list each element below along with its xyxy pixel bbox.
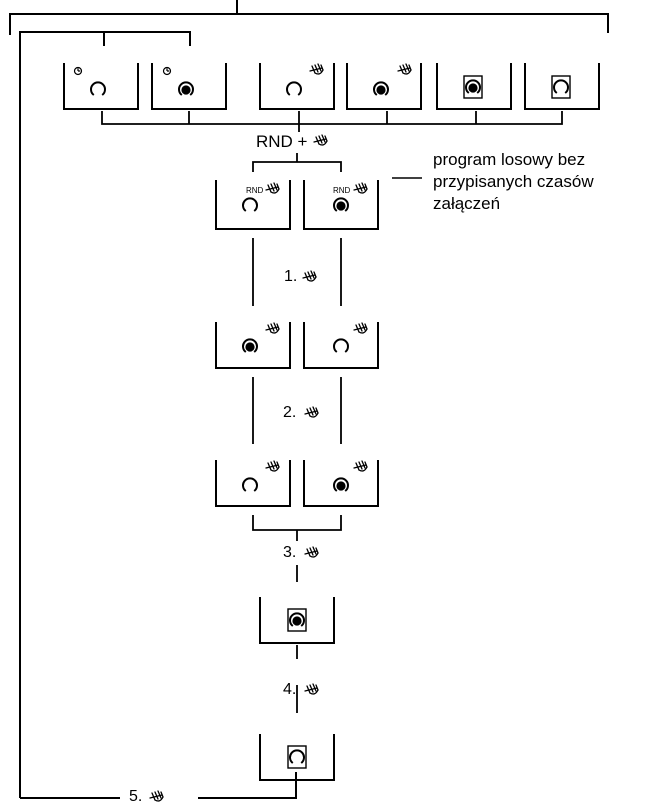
rnd-tag: RND — [246, 186, 264, 195]
hand-icon — [304, 546, 319, 558]
step-label-2: 2. — [283, 404, 297, 421]
framed-lamp-off-icon — [553, 79, 569, 94]
box-timer-off — [63, 63, 139, 110]
note-line-3: załączeń — [433, 194, 501, 213]
box-perm-on — [436, 63, 512, 110]
hand-icon — [302, 270, 317, 282]
lamp-off-icon — [333, 338, 349, 353]
hand-icon — [149, 790, 164, 802]
sequence-connectors — [252, 238, 342, 713]
lamp-off-icon — [90, 81, 106, 96]
lamp-off-icon — [242, 197, 258, 212]
clock-icon — [162, 66, 172, 76]
rnd-row — [215, 180, 379, 230]
step-label-1: 1. — [284, 268, 298, 285]
box-rnd-off — [215, 180, 291, 230]
hand-icon — [313, 134, 328, 146]
rnd-split-bracket — [252, 153, 342, 172]
note-line-1: program losowy bez — [433, 150, 586, 169]
hand-icon — [265, 182, 280, 194]
box-manual-on — [346, 63, 422, 110]
clock-icon — [73, 66, 83, 76]
box-perm-off — [524, 63, 600, 110]
lamp-on-icon — [178, 81, 194, 96]
hand-icon — [353, 460, 368, 472]
bottom-bracket — [101, 111, 563, 132]
step-label-5: 5. — [129, 788, 143, 805]
step1-row — [215, 322, 379, 369]
note-line-2: przypisanych czasów — [433, 172, 594, 191]
hand-icon — [353, 182, 368, 194]
lamp-on-icon — [333, 477, 349, 492]
top-row — [63, 63, 600, 110]
box-step1-off — [303, 322, 379, 369]
lamp-off-icon — [242, 477, 258, 492]
hand-icon — [353, 322, 368, 334]
step-label-4: 4. — [283, 681, 297, 698]
hand-icon — [265, 322, 280, 334]
hand-icon — [397, 63, 412, 75]
framed-lamp-on-icon — [289, 612, 305, 627]
rnd-tag: RND — [333, 186, 351, 195]
box-manual-off — [259, 63, 335, 110]
framed-lamp-on-icon — [465, 79, 481, 94]
box-timer-on — [151, 63, 227, 110]
return-loop-line — [19, 31, 297, 799]
hand-icon — [304, 406, 319, 418]
top-bracket — [9, 0, 609, 35]
box-step2-off — [215, 460, 291, 507]
step2-row — [215, 460, 379, 507]
hand-icon — [309, 63, 324, 75]
lamp-on-icon — [373, 81, 389, 96]
hand-icon — [265, 460, 280, 472]
lamp-on-icon — [333, 197, 349, 212]
rnd-label: RND + — [256, 132, 308, 151]
box-step3-perm-on — [259, 597, 335, 644]
framed-lamp-off-icon — [289, 749, 305, 764]
box-step2-on — [303, 460, 379, 507]
hand-icon — [304, 683, 319, 695]
box-step1-on — [215, 322, 291, 369]
lamp-on-icon — [242, 338, 258, 353]
step-label-3: 3. — [283, 544, 297, 561]
box-step4-perm-off — [259, 734, 335, 781]
box-rnd-on — [303, 180, 379, 230]
lamp-off-icon — [286, 81, 302, 96]
